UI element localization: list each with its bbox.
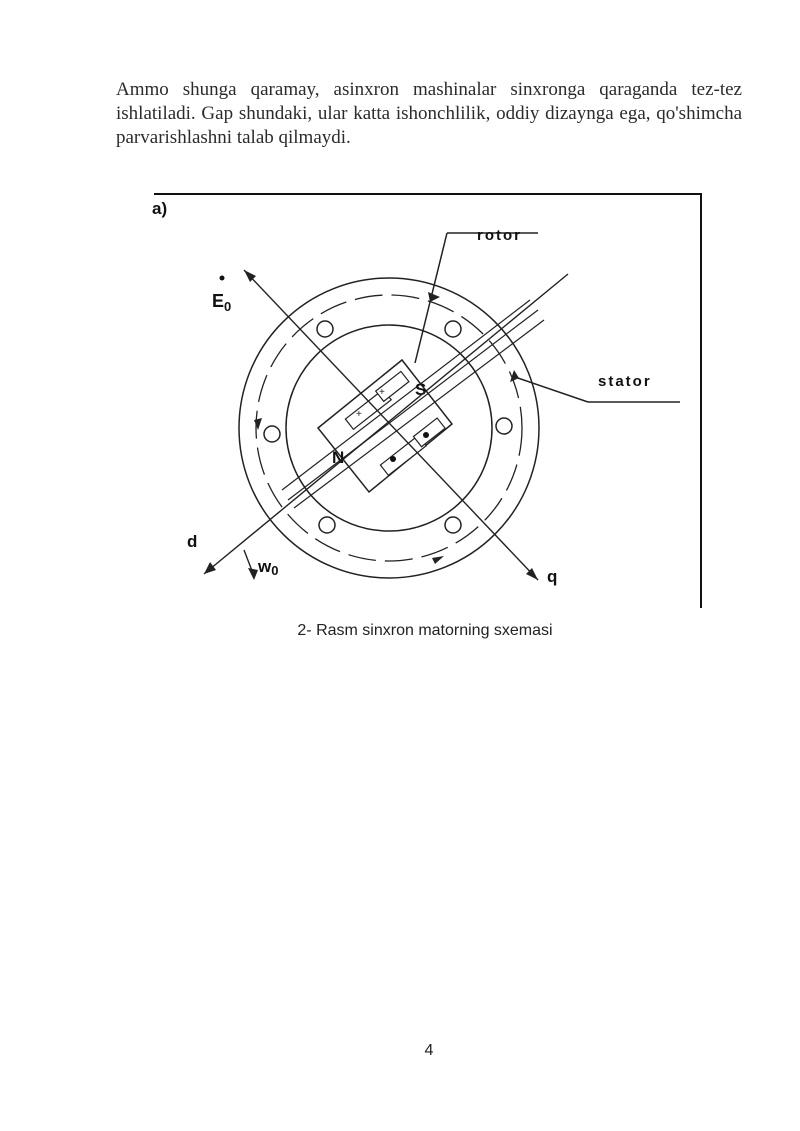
stator-label: stator [598, 373, 652, 390]
stator-slot [444, 516, 462, 534]
rotor-winding-line [281, 299, 531, 491]
stator-slot [444, 320, 462, 338]
plus-sign: + [379, 387, 385, 398]
stator-slot [263, 425, 281, 443]
stator-inner-circle [285, 324, 493, 532]
w0-label: w0 [257, 557, 278, 578]
stator-slots [263, 320, 513, 534]
current-dot-icon [423, 432, 429, 438]
winding-arrow-icon [254, 418, 262, 430]
q-axis-arrow-icon [526, 568, 538, 580]
diagram-svg: a) + + [152, 193, 702, 608]
d-axis-line [203, 273, 569, 575]
panel-label: a) [152, 199, 167, 218]
figure-caption: 2- Rasm sinxron matorning sxemasi [297, 622, 553, 639]
s-pole-label: S [415, 380, 426, 399]
rotor-coil-slot-dot [412, 417, 446, 448]
stator-slot [495, 417, 513, 435]
synchronous-machine-diagram: a) + + [152, 190, 704, 610]
d-axis-arrow-icon [204, 562, 216, 574]
page-number: 4 [424, 1042, 434, 1059]
q-axis-label: q [547, 567, 557, 586]
rotor-winding-line [293, 319, 545, 509]
stator-slot [318, 516, 336, 534]
stator-winding-dashed-circle [255, 294, 523, 562]
winding-arrow-icon [510, 370, 519, 382]
d-axis-label: d [187, 532, 197, 551]
n-pole-label: N [332, 448, 344, 467]
stator-slot [316, 320, 334, 338]
q-axis-line [243, 269, 539, 581]
current-dot-icon [390, 456, 396, 462]
rotor-winding-lines [281, 299, 545, 509]
plus-sign: + [356, 409, 362, 420]
stator-outer-circle [238, 277, 540, 579]
body-paragraph: Ammo shunga qaramay, asinxron mashinalar… [116, 79, 742, 148]
rotation-arrow-icon [248, 568, 258, 580]
rotor-coil-slot-plus [374, 370, 410, 403]
e0-axis-arrow-icon [244, 270, 256, 282]
stator-leader-line [511, 375, 589, 403]
e0-label: E0 [212, 291, 231, 314]
phasor-dot-icon [219, 275, 225, 281]
rotor-winding-line [287, 309, 539, 501]
winding-arrow-icon [432, 556, 444, 564]
rotor-label: rotor [477, 227, 522, 244]
rotor-leader-line [414, 232, 448, 364]
